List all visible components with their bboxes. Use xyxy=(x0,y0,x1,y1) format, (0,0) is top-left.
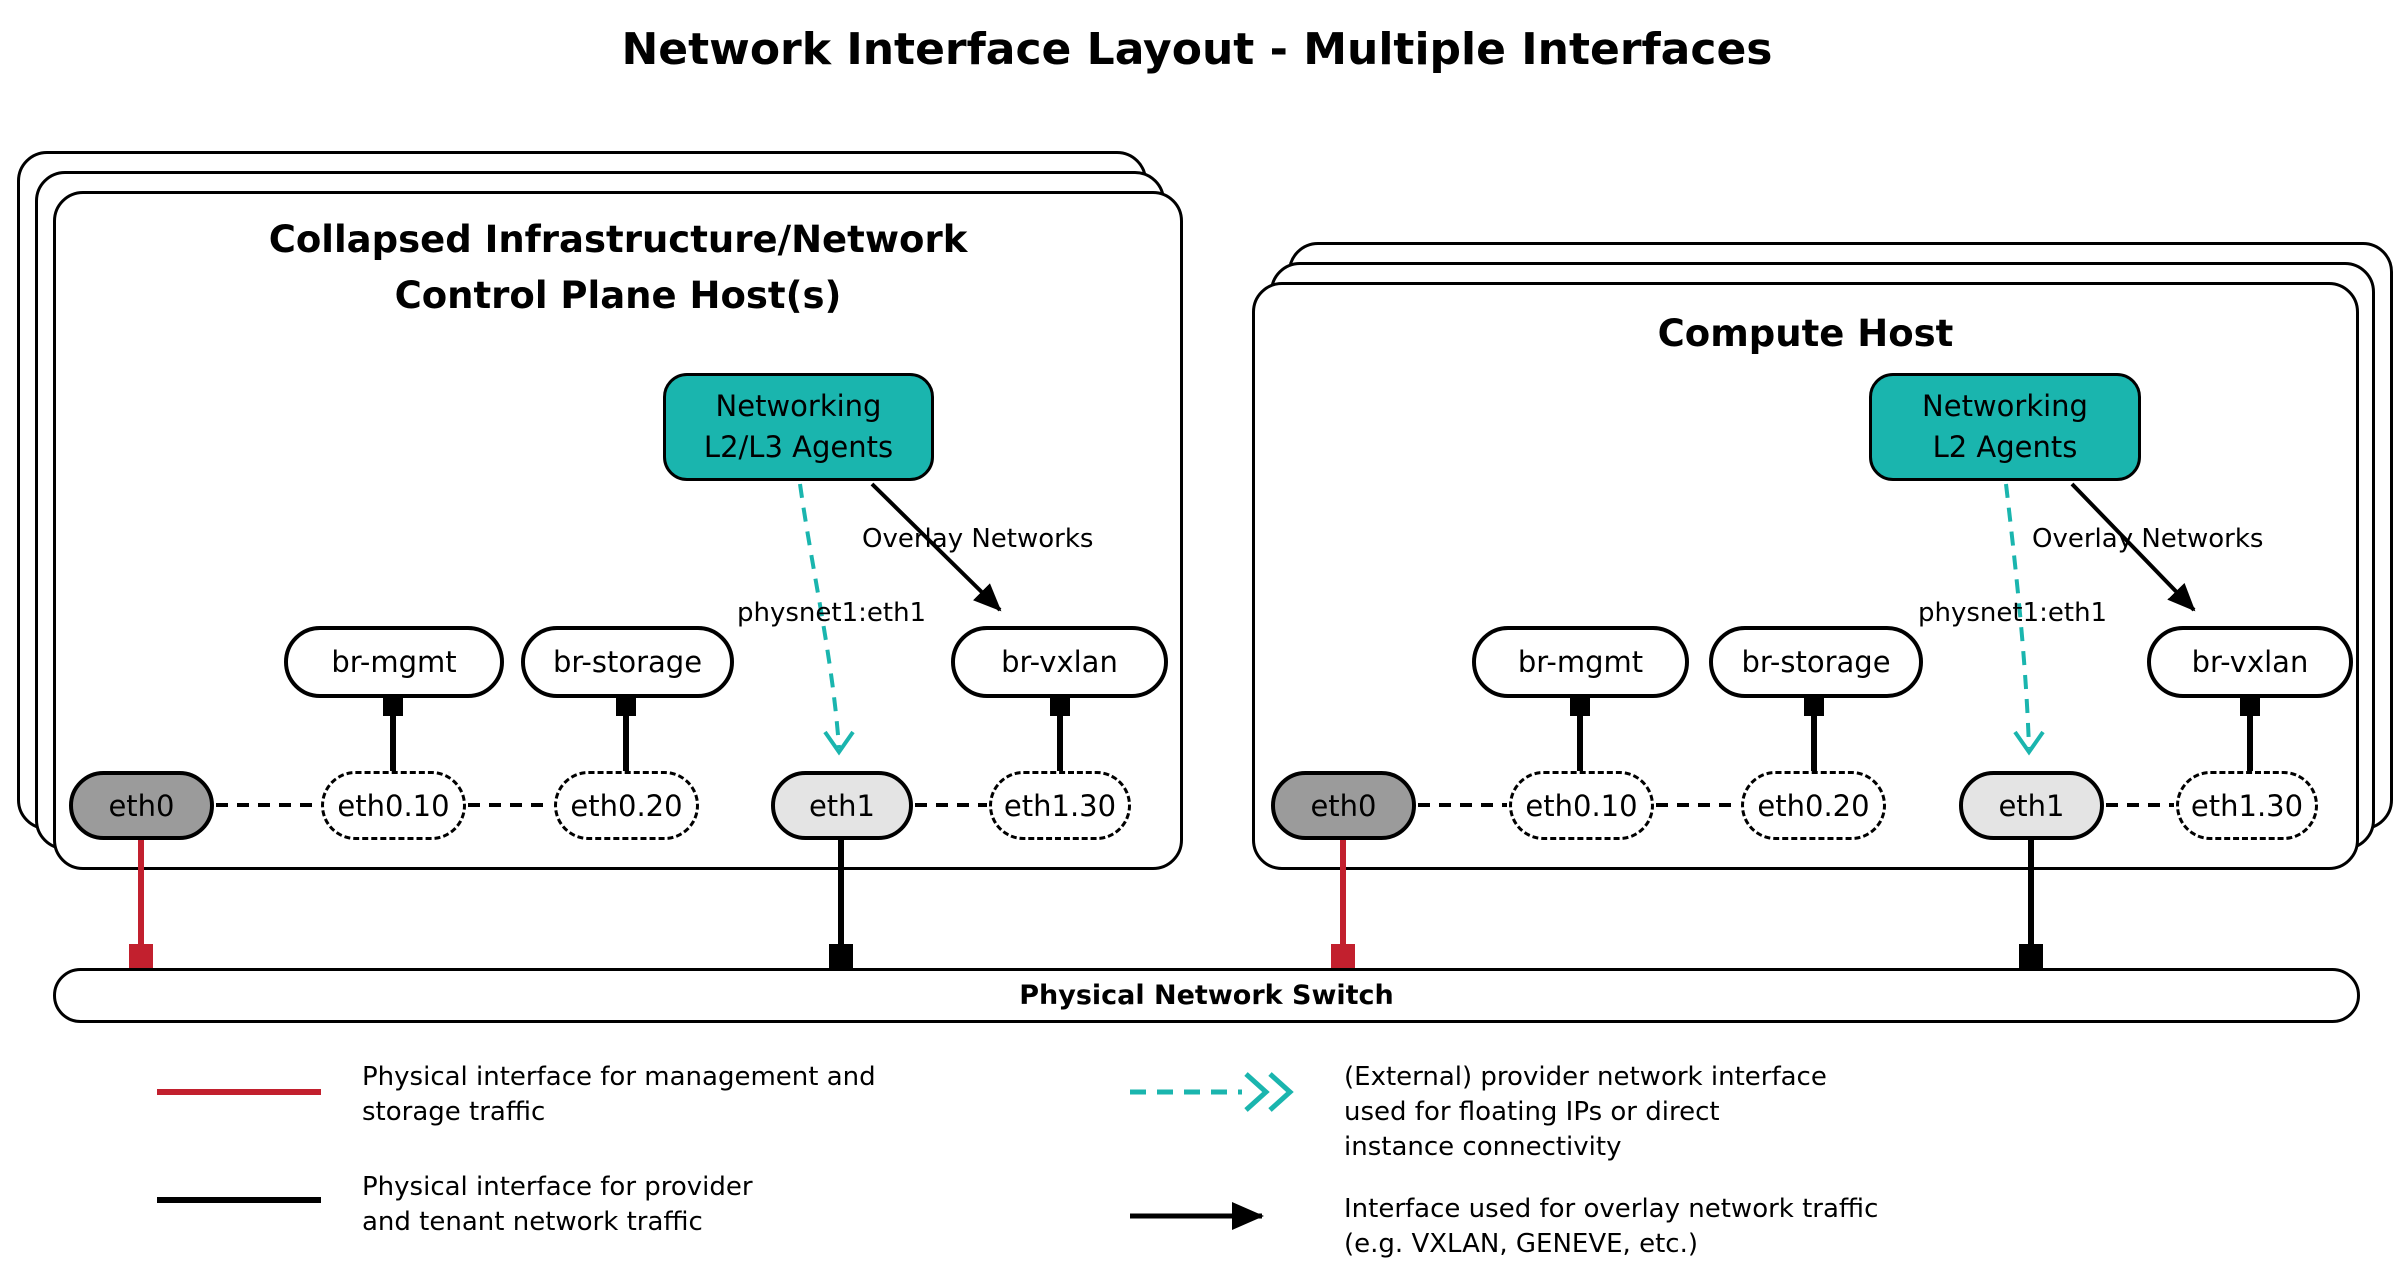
physnet-label-host2: physnet1:eth1 xyxy=(1918,598,2108,628)
bridge-br-storage-host2: br-storage xyxy=(1709,626,1923,698)
bridge-label: br-storage xyxy=(1741,645,1891,679)
control-plane-host-title-line2: Control Plane Host(s) xyxy=(394,273,842,317)
interface-label: eth1.30 xyxy=(1003,788,1117,823)
interface-eth0.20-host1: eth0.20 xyxy=(554,771,699,840)
interface-eth1.30-host1: eth1.30 xyxy=(989,771,1131,840)
legend-line: (External) provider network interface xyxy=(1344,1062,1827,1092)
bridge-br-mgmt-host1: br-mgmt xyxy=(284,626,504,698)
legend-line: and tenant network traffic xyxy=(362,1207,703,1237)
interface-label: eth0 xyxy=(108,788,175,823)
legend-line: instance connectivity xyxy=(1344,1132,1622,1162)
bridge-br-storage-host1: br-storage xyxy=(521,626,734,698)
bridge-label: br-vxlan xyxy=(1001,645,1118,679)
switch-label: Physical Network Switch xyxy=(1019,980,1394,1011)
legend-line: Physical interface for management and xyxy=(362,1062,876,1092)
overlay-networks-label-host1: Overlay Networks xyxy=(862,524,1094,554)
agent-label-line2: L2 Agents xyxy=(1932,430,2078,464)
legend-item-provider-network: (External) provider network interface us… xyxy=(1344,1060,1827,1165)
control-plane-host-title: Collapsed Infrastructure/Network Control… xyxy=(53,212,1183,323)
physical-network-switch: Physical Network Switch xyxy=(53,968,2360,1023)
control-plane-host-title-line1: Collapsed Infrastructure/Network xyxy=(268,218,968,261)
interface-eth0.20-host2: eth0.20 xyxy=(1741,771,1886,840)
bridge-label: br-mgmt xyxy=(331,645,457,679)
networking-agents-box-host1: Networking L2/L3 Agents xyxy=(663,373,934,481)
interface-label: eth1 xyxy=(808,788,876,823)
switch-connector-squares xyxy=(129,944,2043,968)
interface-eth0.10-host1: eth0.10 xyxy=(321,771,466,840)
legend-item-provider-tenant: Physical interface for provider and tena… xyxy=(362,1170,753,1240)
compute-host-title: Compute Host xyxy=(1252,306,2359,362)
interface-label: eth0 xyxy=(1310,788,1377,823)
bridge-br-vxlan-host1: br-vxlan xyxy=(951,626,1168,698)
bridge-label: br-vxlan xyxy=(2191,645,2309,679)
interface-label: eth0.20 xyxy=(1757,788,1870,823)
bridge-br-vxlan-host2: br-vxlan xyxy=(2147,626,2353,698)
legend-line: Interface used for overlay network traff… xyxy=(1344,1194,1879,1224)
legend-line: Physical interface for provider xyxy=(362,1172,753,1202)
overlay-networks-label-host2: Overlay Networks xyxy=(2032,524,2264,554)
legend-line: (e.g. VXLAN, GENEVE, etc.) xyxy=(1344,1229,1698,1259)
bridge-br-mgmt-host2: br-mgmt xyxy=(1472,626,1689,698)
legend-item-overlay-traffic: Interface used for overlay network traff… xyxy=(1344,1192,1878,1262)
agent-label-line1: Networking xyxy=(1922,389,2088,424)
agent-label-line1: Networking xyxy=(715,389,882,424)
legend-symbol-teal-dashed-arrow xyxy=(1130,1072,1294,1112)
interface-label: eth0.20 xyxy=(570,788,683,823)
interface-eth1-host2: eth1 xyxy=(1959,771,2104,840)
bridge-label: br-storage xyxy=(552,645,703,679)
interface-label: eth0.10 xyxy=(1525,788,1638,823)
interface-eth1.30-host2: eth1.30 xyxy=(2176,771,2318,840)
legend-line: used for floating IPs or direct xyxy=(1344,1097,1720,1127)
interface-eth0.10-host2: eth0.10 xyxy=(1509,771,1654,840)
agent-label-line2: L2/L3 Agents xyxy=(703,430,894,464)
interface-eth1-host1: eth1 xyxy=(771,771,913,840)
page-title: Network Interface Layout - Multiple Inte… xyxy=(621,24,1773,75)
interface-label: eth0.10 xyxy=(337,788,450,823)
interface-eth0-host2: eth0 xyxy=(1271,771,1416,840)
interface-eth0-host1: eth0 xyxy=(69,771,214,840)
legend-line: storage traffic xyxy=(362,1097,546,1127)
legend-item-management-storage: Physical interface for management and st… xyxy=(362,1060,876,1130)
physnet-label-host1: physnet1:eth1 xyxy=(737,598,927,628)
interface-label: eth1 xyxy=(1998,788,2065,823)
networking-agents-box-host2: Networking L2 Agents xyxy=(1869,373,2141,481)
compute-host-title-line1: Compute Host xyxy=(1657,312,1954,355)
interface-label: eth1.30 xyxy=(2190,788,2304,823)
bridge-label: br-mgmt xyxy=(1517,645,1644,679)
